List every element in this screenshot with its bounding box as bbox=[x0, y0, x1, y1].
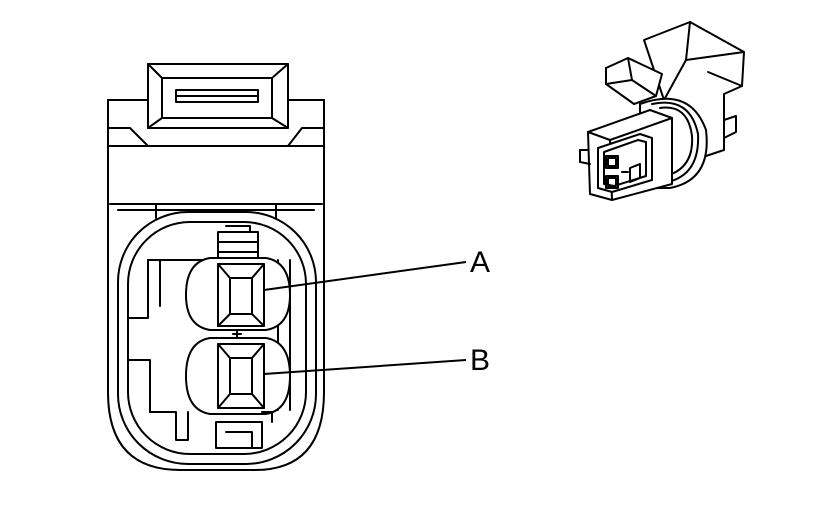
terminal-cavity-a bbox=[185, 257, 291, 331]
key-tab-top bbox=[217, 225, 259, 263]
connector-face-view bbox=[107, 63, 325, 471]
plus-marking bbox=[232, 329, 242, 339]
key-tab-bottom bbox=[215, 411, 273, 449]
callout-b: B bbox=[263, 344, 490, 377]
connector-isometric-view bbox=[579, 21, 745, 201]
connector-housing bbox=[107, 99, 325, 471]
callout-a: A bbox=[263, 246, 490, 291]
leader-line-a bbox=[263, 261, 467, 291]
leader-line-b bbox=[263, 359, 467, 375]
callout-label-a: A bbox=[470, 246, 490, 279]
locking-latch bbox=[147, 63, 289, 129]
callout-label-b: B bbox=[470, 344, 490, 377]
terminal-cavity-b bbox=[185, 337, 291, 415]
